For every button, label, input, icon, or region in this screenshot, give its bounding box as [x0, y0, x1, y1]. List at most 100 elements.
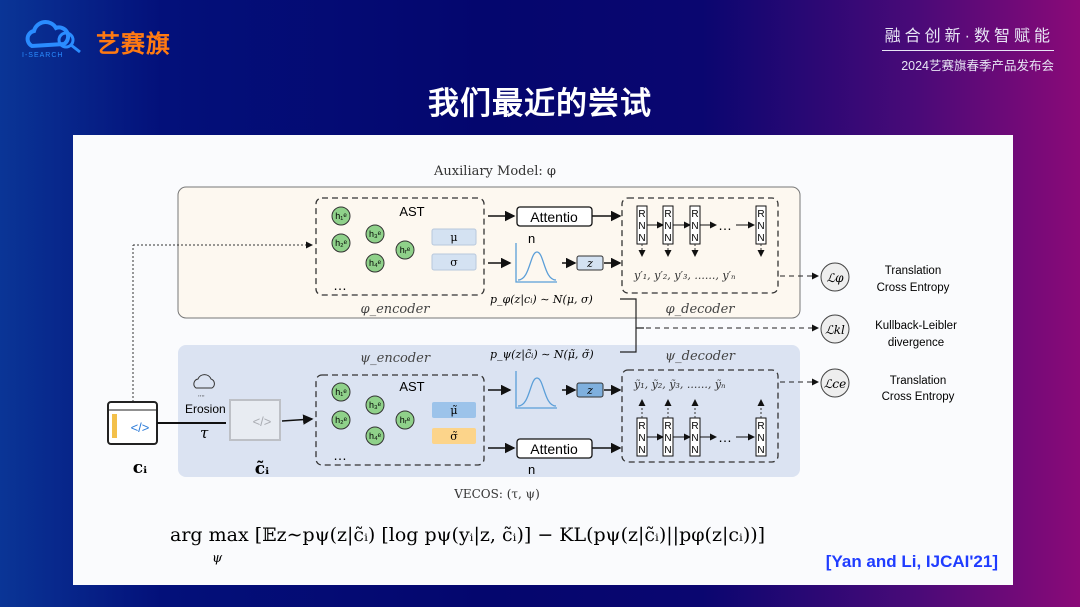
mu-box: μ	[450, 231, 457, 244]
svg-text:Translation: Translation	[885, 265, 941, 277]
rnn-letter: N	[664, 445, 671, 456]
brand-name: 艺赛旗	[96, 31, 171, 58]
objective-subscript: ψ	[212, 551, 223, 566]
tau-label: τ	[200, 424, 209, 442]
rnn-letter: N	[664, 433, 671, 444]
psi-decoder-label: ψ_decoder	[665, 349, 736, 364]
rnn-letter: R	[691, 421, 698, 432]
ast-nodes-top: h₁ᵉ h₂ᵉ h₃ᵉ h₄ᵉ hᵣᵉ	[331, 206, 415, 273]
sigma-box: σ	[450, 256, 458, 269]
svg-text:Cross Entropy: Cross Entropy	[877, 282, 950, 294]
svg-text:h₃ᵉ: h₃ᵉ	[369, 400, 382, 410]
svg-text:h₃ᵉ: h₃ᵉ	[369, 229, 382, 239]
dots: …	[333, 277, 347, 293]
rnn-letter: R	[757, 209, 764, 220]
rnn-dots: …	[718, 217, 732, 233]
y-tilde-outputs: ỹ₁, ỹ₂, ỹ₃, ......, ỹₙ	[633, 378, 726, 391]
svg-text:h₄ᵉ: h₄ᵉ	[369, 431, 382, 441]
phi-decoder-label: φ_decoder	[666, 302, 736, 317]
rnn-letter: R	[757, 421, 764, 432]
slide-title: 我们最近的尝试	[428, 86, 652, 121]
rnn-letter: N	[664, 221, 671, 232]
svg-text:Kullback-Leibler: Kullback-Leibler	[875, 320, 957, 332]
rnn-letter: R	[638, 209, 645, 220]
svg-text:h₁ᵉ: h₁ᵉ	[335, 387, 347, 397]
ci-tilde-label: c̃ᵢ	[255, 459, 269, 479]
attention-box-top: Attentio	[530, 209, 578, 225]
svg-text:</>: </>	[131, 420, 150, 435]
eroded-code-icon: </>	[229, 399, 281, 441]
citation: [Yan and Li, IJCAI'21]	[825, 552, 998, 571]
rnn-letter: N	[757, 233, 764, 244]
logo-subtext: I-SEARCH	[22, 52, 64, 59]
rnn-letter: N	[638, 221, 645, 232]
logo-icon	[22, 18, 86, 59]
rnn-letter: R	[691, 209, 698, 220]
svg-text:h₂ᵉ: h₂ᵉ	[335, 238, 347, 248]
ast-label: AST	[399, 379, 424, 394]
svg-text:hᵣᵉ: hᵣᵉ	[400, 415, 411, 425]
rnn-letter: N	[757, 445, 764, 456]
rnn-letter: N	[691, 233, 698, 244]
psi-encoder-box	[315, 374, 485, 466]
svg-text:hᵣᵉ: hᵣᵉ	[400, 245, 411, 255]
svg-text:divergence: divergence	[888, 337, 944, 349]
svg-text:h₂ᵉ: h₂ᵉ	[335, 415, 347, 425]
svg-text:h₄ᵉ: h₄ᵉ	[369, 258, 382, 268]
svg-text:Cross Entropy: Cross Entropy	[882, 391, 955, 403]
rnn-letter: R	[638, 421, 645, 432]
dots: …	[333, 447, 347, 463]
rnn-cells-top: RNNRNNRNNRNN…	[636, 205, 767, 257]
rnn-letter: R	[664, 421, 671, 432]
p-phi-formula: p_φ(z|cᵢ) ∼ N(μ, σ)	[490, 293, 593, 307]
gaussian-icon	[515, 243, 557, 283]
svg-text:h₁ᵉ: h₁ᵉ	[335, 211, 347, 221]
code-file-icon: </>	[107, 401, 158, 445]
rnn-letter: N	[638, 433, 645, 444]
rnn-letter: N	[691, 221, 698, 232]
phi-decoder-box	[621, 197, 779, 294]
z-box: z	[586, 257, 593, 270]
sigma-tilde-box: σ̃	[450, 430, 458, 443]
svg-text:</>: </>	[253, 414, 272, 429]
vecos-title: VECOS: (τ, ψ)	[453, 487, 540, 501]
slogan: 融合创新·数智赋能	[884, 28, 1054, 45]
phi-encoder-label: φ_encoder	[360, 302, 430, 317]
rnn-letter: N	[691, 445, 698, 456]
z-box: z	[586, 384, 593, 397]
psi-encoder-label: ψ_encoder	[360, 351, 431, 366]
ast-label: AST	[399, 204, 424, 219]
aux-title: Auxiliary Model: φ	[433, 164, 556, 179]
event-name: 2024艺赛旗春季产品发布会	[882, 50, 1054, 74]
svg-text:Translation: Translation	[890, 375, 946, 387]
objective-formula: arg max [𝔼z∼pψ(z|c̃ᵢ) [log pψ(yᵢ|z, c̃ᵢ)…	[170, 524, 765, 546]
attention-n: n	[528, 462, 535, 477]
rnn-letter: N	[691, 433, 698, 444]
y-prime-outputs: y′₁, y′₂, y′₃, ......, y′ₙ	[633, 269, 736, 282]
auxiliary-model-box	[177, 186, 801, 319]
rnn-letter: N	[757, 221, 764, 232]
rnn-letter: N	[638, 233, 645, 244]
gaussian-icon	[515, 371, 557, 409]
svg-text:,,,,: ,,,,	[198, 392, 205, 398]
ast-nodes-bottom: h₁ᵉ h₂ᵉ h₃ᵉ h₄ᵉ hᵣᵉ	[331, 382, 415, 446]
rnn-letter: N	[664, 233, 671, 244]
svg-text:ℒce: ℒce	[824, 377, 846, 391]
ci-label: cᵢ	[133, 458, 147, 478]
rnn-letter: R	[664, 209, 671, 220]
erosion-cloud-icon: ,,,,	[193, 374, 215, 398]
svg-text:ℒφ: ℒφ	[826, 271, 844, 285]
attention-box-bottom: Attentio	[530, 441, 578, 457]
rnn-dots: …	[718, 429, 732, 445]
mu-tilde-box: μ̃	[450, 404, 457, 417]
psi-decoder-box	[621, 369, 779, 463]
p-psi-formula: p_ψ(z|c̃ᵢ) ∼ N(μ̃, σ̃)	[490, 348, 594, 362]
rnn-letter: N	[638, 445, 645, 456]
rnn-cells-bottom: RNNRNNRNNRNN…	[636, 399, 767, 457]
attention-n: n	[528, 231, 535, 246]
erosion-label: Erosion	[185, 402, 226, 416]
